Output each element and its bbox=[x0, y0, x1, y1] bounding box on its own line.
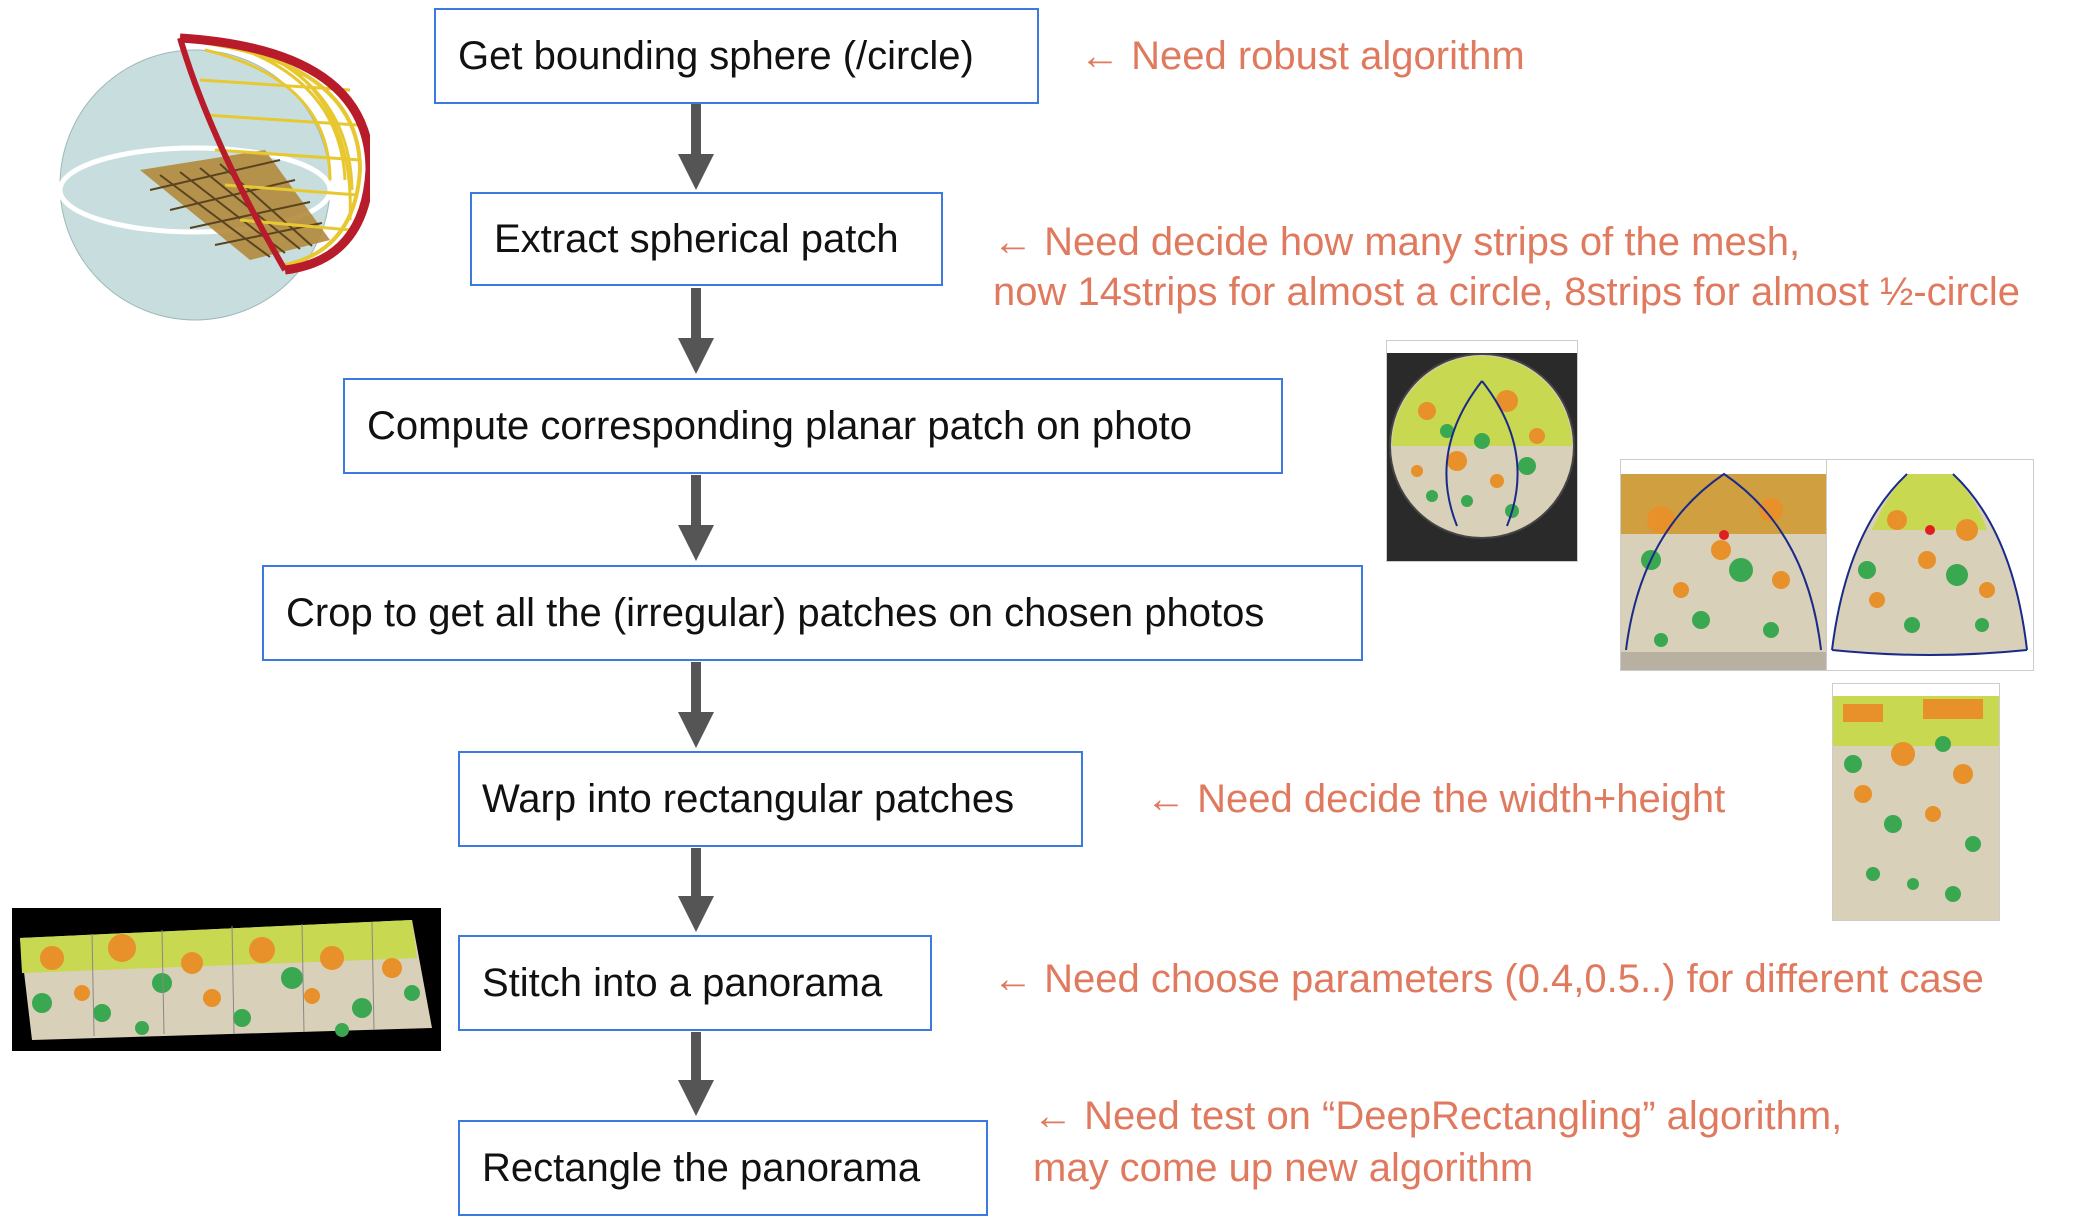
flow-arrow bbox=[678, 475, 714, 561]
step-label: Rectangle the panorama bbox=[482, 1145, 921, 1190]
step-warp-rectangular: Warp into rectangular patches bbox=[458, 751, 1083, 847]
step-label: Stitch into a panorama bbox=[482, 960, 883, 1005]
flow-arrow bbox=[678, 104, 714, 190]
note-parameters: ← Need choose parameters (0.4,0.5..) for… bbox=[993, 957, 1984, 1001]
step-label: Compute corresponding planar patch on ph… bbox=[367, 403, 1192, 448]
note-strips-line2: now 14strips for almost a circle, 8strip… bbox=[993, 270, 2020, 314]
step-label: Warp into rectangular patches bbox=[482, 776, 1015, 821]
step-get-bounding-sphere: Get bounding sphere (/circle) bbox=[434, 8, 1039, 104]
sphere-photo-thumbnail bbox=[1386, 340, 1578, 562]
note-robust-algorithm: ← Need robust algorithm bbox=[1080, 34, 1525, 78]
step-rectangle-panorama: Rectangle the panorama bbox=[458, 1120, 988, 1216]
flow-arrow bbox=[678, 848, 714, 932]
step-label: Extract spherical patch bbox=[494, 216, 899, 261]
cropped-patch-thumbnail bbox=[1620, 459, 1828, 671]
note-deeprectangling-line1: ← Need test on “DeepRectangling” algorit… bbox=[1033, 1094, 1843, 1138]
flow-arrow bbox=[678, 662, 714, 748]
white-background-patch-thumbnail bbox=[1826, 459, 2034, 671]
sphere-mesh-illustration bbox=[30, 20, 370, 340]
flow-arrow bbox=[678, 1032, 714, 1116]
step-label: Get bounding sphere (/circle) bbox=[458, 33, 974, 78]
panorama-thumbnail bbox=[12, 908, 441, 1051]
note-deeprectangling-line2: may come up new algorithm bbox=[1033, 1146, 1534, 1190]
step-stitch-panorama: Stitch into a panorama bbox=[458, 935, 932, 1031]
step-crop-patches: Crop to get all the (irregular) patches … bbox=[262, 565, 1363, 661]
step-extract-spherical-patch: Extract spherical patch bbox=[470, 192, 943, 286]
note-width-height: ← Need decide the width+height bbox=[1146, 777, 1726, 821]
rectangular-patch-thumbnail bbox=[1832, 683, 2000, 921]
flow-arrow bbox=[678, 288, 714, 374]
step-compute-planar-patch: Compute corresponding planar patch on ph… bbox=[343, 378, 1283, 474]
note-strips-line1: ← Need decide how many strips of the mes… bbox=[993, 220, 1801, 264]
step-label: Crop to get all the (irregular) patches … bbox=[286, 590, 1265, 635]
